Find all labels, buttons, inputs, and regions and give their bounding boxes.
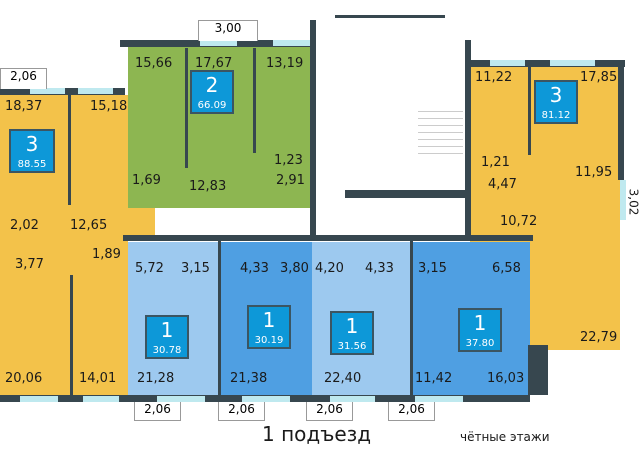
room-count: 1	[262, 308, 276, 332]
wall	[465, 60, 625, 67]
wall	[185, 48, 188, 168]
wall	[123, 235, 533, 241]
room-area: 4,20	[315, 261, 344, 276]
window	[20, 396, 58, 402]
room-area: 12,83	[189, 179, 227, 194]
room-area: 1,23	[274, 153, 303, 168]
wall	[70, 275, 73, 395]
room-area: 2,91	[276, 173, 305, 188]
apartment-area: 66.09	[197, 100, 227, 111]
room-area: 1,89	[92, 247, 121, 262]
staircase	[418, 105, 463, 160]
apartment-area: 30.19	[254, 335, 284, 346]
room-area: 3,80	[280, 261, 309, 276]
room-area: 3,77	[15, 257, 44, 272]
room-area: 16,03	[487, 371, 525, 386]
dimension-label: 3,02	[626, 188, 640, 216]
room-count: 1	[473, 311, 487, 335]
wall	[335, 15, 445, 18]
room-area: 15,66	[135, 56, 173, 71]
wall	[618, 60, 624, 180]
dimension-label: 2,06	[306, 402, 353, 421]
apartment-area: 31.56	[337, 341, 367, 352]
wall	[310, 20, 316, 240]
room-area: 13,19	[266, 56, 304, 71]
apartment-area: 81.12	[541, 110, 571, 121]
wall	[465, 40, 471, 240]
room-count: 1	[345, 314, 359, 338]
window	[550, 60, 595, 66]
room-area: 1,21	[481, 155, 510, 170]
wall	[253, 48, 256, 153]
apartment-area: 30.78	[152, 345, 182, 356]
window	[83, 396, 119, 402]
window	[242, 396, 290, 402]
wall	[528, 345, 548, 395]
window	[200, 40, 237, 46]
room-area: 3,15	[418, 261, 447, 276]
dimension-label: 2,06	[388, 402, 435, 421]
room-area: 10,72	[500, 214, 538, 229]
room-area: 1,69	[132, 173, 161, 188]
room-count: 1	[160, 318, 174, 342]
window	[273, 40, 310, 46]
room-area: 11,22	[475, 70, 513, 85]
room-area: 22,79	[580, 330, 618, 345]
room-count: 3	[549, 83, 563, 107]
dimension-label: 3,00	[198, 20, 258, 41]
window	[78, 88, 113, 94]
window	[157, 396, 205, 402]
window	[30, 88, 65, 94]
room-area: 22,40	[324, 371, 362, 386]
wall	[68, 95, 71, 205]
room-area: 6,58	[492, 261, 521, 276]
room-area: 17,85	[580, 70, 618, 85]
dimension-label: 2,06	[0, 68, 47, 89]
room-area: 2,02	[10, 218, 39, 233]
room-area: 14,01	[79, 371, 117, 386]
window	[620, 180, 626, 220]
room-area: 11,42	[415, 371, 453, 386]
apartment-area: 88.55	[17, 159, 47, 170]
window	[415, 396, 463, 402]
wall	[410, 240, 413, 395]
room-area: 12,65	[70, 218, 108, 233]
room-area: 3,15	[181, 261, 210, 276]
room-area: 11,95	[575, 165, 613, 180]
room-area: 21,28	[137, 371, 175, 386]
room-area: 21,38	[230, 371, 268, 386]
wall	[345, 190, 470, 198]
room-area: 18,37	[5, 99, 43, 114]
wall	[218, 240, 221, 395]
room-area: 4,33	[365, 261, 394, 276]
apartment-area: 37.80	[465, 338, 495, 349]
room-area: 17,67	[195, 56, 233, 71]
room-area: 15,18	[90, 99, 128, 114]
window	[490, 60, 525, 66]
room-area: 4,47	[488, 177, 517, 192]
room-area: 4,33	[240, 261, 269, 276]
dimension-label: 2,06	[218, 402, 265, 421]
window	[330, 396, 375, 402]
room-area: 5,72	[135, 261, 164, 276]
room-area: 20,06	[5, 371, 43, 386]
entrance-title: 1 подъезд	[262, 422, 372, 446]
dimension-label: 2,06	[134, 402, 181, 421]
wall	[528, 65, 531, 155]
room-count: 3	[25, 132, 39, 156]
floor-parity-label: чётные этажи	[460, 430, 550, 444]
room-count: 2	[205, 73, 219, 97]
